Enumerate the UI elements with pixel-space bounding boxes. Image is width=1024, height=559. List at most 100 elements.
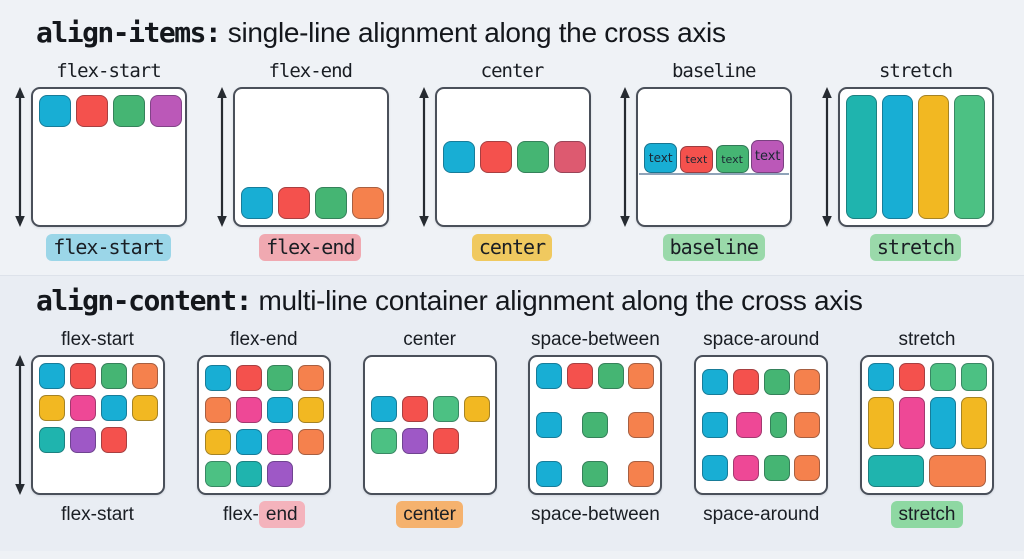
panel-value-label: baseline [662, 234, 765, 261]
panel-title: flex-end [268, 60, 353, 82]
flex-item [204, 365, 231, 391]
flex-item [929, 397, 956, 449]
flex-item [70, 363, 96, 389]
flex-item [536, 412, 563, 438]
panel-title: center [403, 329, 456, 350]
flex-item [763, 455, 790, 482]
flex-item [898, 363, 925, 391]
flex-item [150, 95, 182, 127]
flex-item [297, 365, 324, 391]
flex-item [70, 427, 96, 453]
flex-line [867, 397, 987, 449]
flex-item [479, 141, 512, 173]
vertical-double-arrow-svg [822, 87, 832, 227]
flex-item [101, 395, 127, 421]
flex-item [929, 363, 956, 391]
vertical-double-arrow-svg [15, 87, 25, 227]
panel-value-label: space-around [703, 501, 819, 528]
flex-item [277, 187, 310, 219]
flex-item [370, 428, 397, 454]
property-name: align-content: [36, 284, 253, 317]
flex-item [370, 396, 397, 422]
flex-lines [696, 357, 826, 493]
demo-area [528, 355, 663, 495]
flex-item [794, 368, 821, 395]
demo-area [362, 355, 497, 495]
label-part: center [471, 234, 553, 261]
flex-item [132, 395, 158, 421]
label-part: space-around [703, 504, 820, 525]
flex-item [735, 411, 762, 438]
items-row [840, 89, 992, 225]
flex-lines [862, 357, 992, 493]
flex-item [235, 397, 262, 423]
flex-item [204, 461, 231, 487]
flex-line [702, 411, 821, 438]
flex-item [113, 95, 145, 127]
flex-line [204, 365, 324, 391]
flex-item [39, 395, 65, 421]
label-part: end [258, 501, 305, 528]
demo-area [196, 355, 331, 495]
flex-lines [530, 357, 660, 493]
flex-item [867, 397, 894, 449]
flex-item [266, 365, 293, 391]
flex-item [960, 397, 987, 449]
flex-item [732, 368, 759, 395]
demo-area [694, 355, 829, 495]
flex-item [794, 455, 821, 482]
panel-title: flex-start [56, 60, 161, 82]
flex-item [442, 141, 475, 173]
flex-container-box [232, 87, 389, 227]
label-part: space-between [530, 504, 660, 525]
flex-line [204, 461, 323, 487]
section-title-align-items: align-items: single-line alignment along… [36, 16, 1024, 50]
flex-item [567, 363, 594, 389]
panel-value-label: flex-end [259, 234, 362, 261]
label-part: center [396, 501, 463, 528]
panel-value-label: center [396, 501, 463, 528]
vertical-double-arrow-svg [216, 87, 227, 227]
flex-item [314, 187, 347, 219]
flex-item [582, 461, 609, 487]
vertical-double-arrow-svg [15, 355, 25, 495]
flex-item [628, 363, 655, 389]
panel-value-label: center [471, 234, 553, 261]
flex-item [401, 396, 428, 422]
panel-flex-end: flex-end flex-end [214, 60, 389, 261]
panel-title: flex-start [61, 329, 134, 350]
label-part: flex- [222, 504, 259, 525]
flex-item-text: text [644, 143, 678, 173]
flex-item [235, 429, 262, 455]
baseline-line [639, 173, 790, 175]
panel-value-label: space-between [531, 501, 660, 528]
panel-title: space-around [703, 329, 820, 350]
flex-container-box [31, 355, 165, 495]
items-row [235, 89, 387, 225]
cross-axis-arrow-icon [819, 87, 835, 227]
vertical-double-arrow-svg [418, 87, 429, 227]
flex-item [235, 461, 262, 487]
flex-item [867, 363, 894, 391]
flex-item [702, 411, 729, 438]
cross-axis-arrow-icon [12, 355, 28, 495]
flex-item [297, 429, 324, 455]
flex-line [370, 428, 489, 454]
cross-axis-arrow-icon [416, 87, 432, 227]
demo-area [214, 87, 389, 227]
flex-item [266, 461, 293, 487]
flex-item [536, 363, 563, 389]
demo-area [819, 87, 994, 227]
vertical-double-arrow-svg [620, 87, 631, 227]
flex-item [536, 461, 563, 487]
